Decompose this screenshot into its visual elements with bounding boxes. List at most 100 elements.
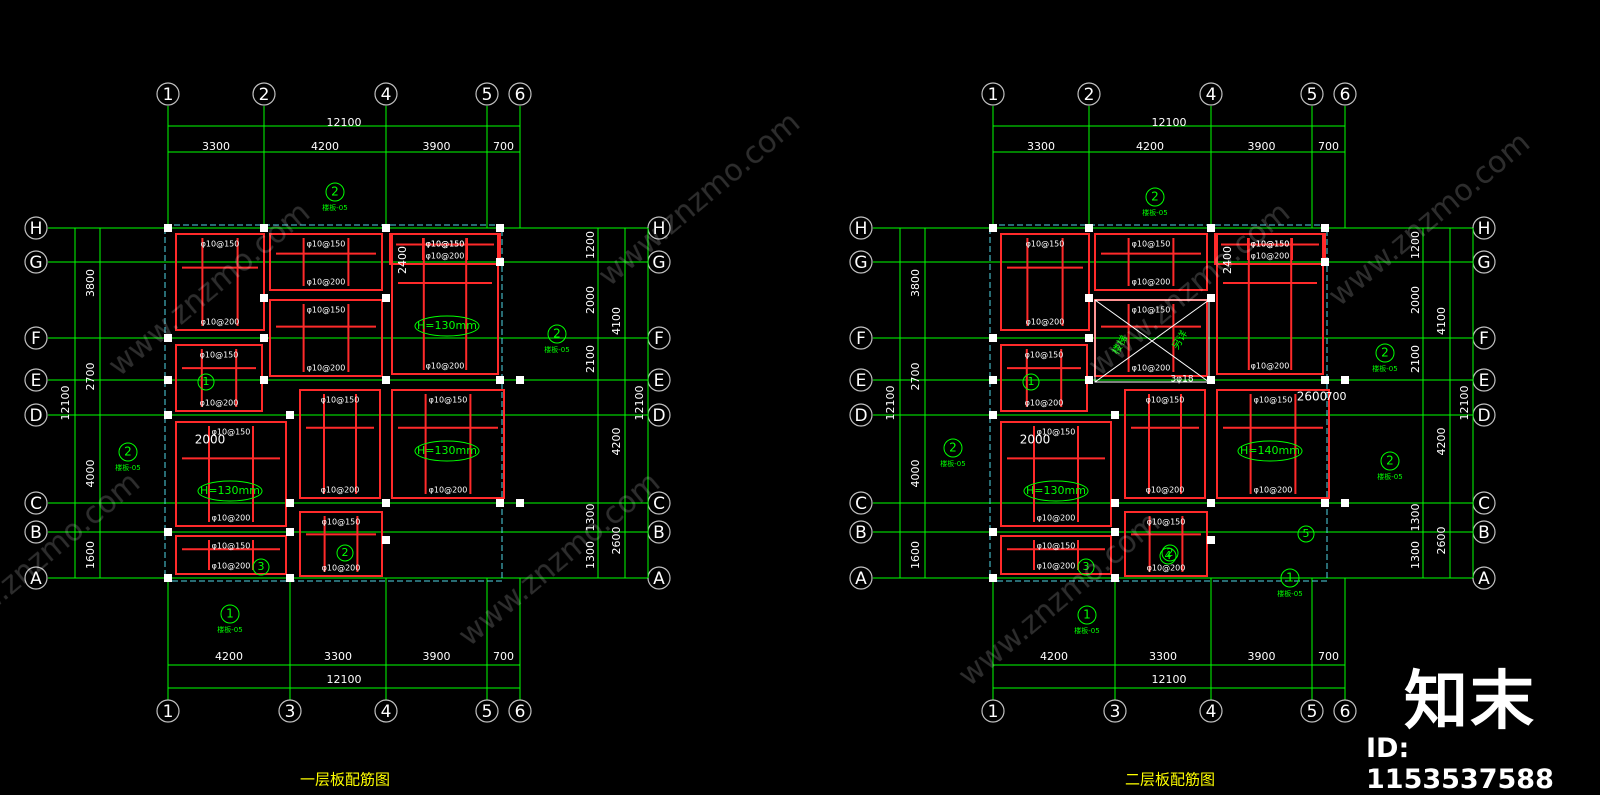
axis-bubble-label: D (652, 406, 665, 426)
axis-bubble-right: B (1472, 520, 1496, 544)
column (382, 294, 390, 302)
panel-marker (1022, 373, 1040, 391)
axis-bubble-circle (156, 82, 180, 106)
column (286, 528, 294, 536)
column (164, 376, 172, 384)
axis-bubble-label: A (855, 569, 867, 589)
callout-number: 2 (553, 327, 561, 341)
rebar-spec: φ10@150 (322, 518, 361, 527)
rebar-spec: φ10@200 (307, 278, 346, 287)
dim-bottom-span: 700 (493, 650, 514, 663)
callout-sheet: 楼板-05 (1277, 589, 1302, 598)
callout-sheet: 楼板-05 (1142, 208, 1167, 217)
callout-sheet: 楼板-05 (544, 345, 569, 354)
axis-bubble-left: B (24, 520, 48, 544)
axis-bubble-label: F (856, 329, 866, 349)
axis-bubble-bottom: 5 (1300, 699, 1324, 723)
axis-bubble-circle (508, 82, 532, 106)
column (1207, 294, 1215, 302)
dim-right-inner-span: 1300 (1409, 541, 1422, 569)
column (286, 411, 294, 419)
axis-bubble-left: F (24, 326, 48, 350)
axis-bubble-circle (849, 216, 873, 240)
callout-circle (1375, 343, 1395, 363)
axis-bubble-label: 2 (1084, 85, 1095, 105)
axis-bubble-bottom: 3 (1103, 699, 1127, 723)
axis-bubble-circle (252, 82, 276, 106)
axis-bubble-circle (374, 82, 398, 106)
slab-boundary (989, 224, 1328, 582)
callout-sheet: 楼板-05 (1074, 626, 1099, 635)
column (382, 499, 390, 507)
column (989, 574, 997, 582)
column (1085, 376, 1093, 384)
axis-bubble-circle (981, 699, 1005, 723)
callout-number: 2 (1151, 190, 1159, 204)
dim-bottom-total: 12100 (1152, 673, 1187, 686)
column (496, 258, 504, 266)
axis-bubble-circle (24, 566, 48, 590)
axis-bubble-label: B (855, 523, 867, 543)
axis-bubble-left: B (849, 520, 873, 544)
rebar-panel (1000, 421, 1112, 527)
rebar-spec: φ10@200 (1132, 278, 1171, 287)
axis-bubble-label: A (30, 569, 42, 589)
column (286, 574, 294, 582)
dim-right-total-text: 12100 (633, 386, 646, 421)
rebar-spec: φ10@150 (426, 240, 465, 249)
dim-right-outer-span: 2600 (610, 527, 623, 555)
axis-bubble-label: C (1478, 494, 1490, 514)
column (989, 376, 997, 384)
axis-bubble-right: C (1472, 491, 1496, 515)
stair-label: 另详 (1169, 328, 1190, 352)
column (1111, 574, 1119, 582)
axis-bubble-top: 2 (1077, 82, 1101, 106)
axis-bubble-label: 6 (1340, 702, 1351, 722)
callout-circle (220, 604, 240, 624)
axis-bubble-label: E (1479, 371, 1490, 391)
rebar-spec: φ10@150 (1026, 240, 1065, 249)
rebar-spec: φ10@150 (1132, 240, 1171, 249)
rebar-spec: φ10@150 (307, 240, 346, 249)
axis-bubble-label: 2 (259, 85, 270, 105)
section-callout: 2楼板-05 (1377, 451, 1403, 481)
column (382, 376, 390, 384)
axis-bubble-right: E (1472, 368, 1496, 392)
dim-left-span: 1600 (84, 541, 97, 569)
axis-bubble-label: G (854, 253, 867, 273)
axis-bubble-top: 6 (1333, 82, 1357, 106)
axis-bubble-label: B (653, 523, 665, 543)
slab-thickness-label: H=130mm (1026, 484, 1086, 497)
dim-extra: 2400 (396, 246, 409, 274)
axis-bubble-label: G (652, 253, 665, 273)
dim-left-span: 4000 (909, 460, 922, 488)
axis-bubble-left: A (849, 566, 873, 590)
rebar-spec: φ10@150 (307, 306, 346, 315)
axis-bubble-label: E (31, 371, 42, 391)
rebar-spec: φ10@150 (200, 351, 239, 360)
dim-bottom-span: 3300 (1149, 650, 1177, 663)
column (164, 411, 172, 419)
axis-bubble-label: G (29, 253, 42, 273)
axis-bubble-label: 5 (1307, 702, 1318, 722)
column (1085, 334, 1093, 342)
rebar-panel (175, 233, 265, 331)
columns (164, 224, 524, 582)
slab-thickness-oval (197, 480, 263, 502)
axis-bubble-label: D (29, 406, 42, 426)
dim-right-inner-span: 2000 (584, 286, 597, 314)
rebar-spec: φ10@200 (426, 252, 465, 261)
axis-bubble-left: D (24, 403, 48, 427)
axis-bubble-bottom: 3 (278, 699, 302, 723)
rebar-spec: φ10@150 (1254, 396, 1293, 405)
column (164, 334, 172, 342)
axis-bubble-circle (1333, 699, 1357, 723)
rebar-spec: φ10@150 (1251, 240, 1290, 249)
dim-right-outer-span: 4100 (1435, 307, 1448, 335)
column (496, 499, 504, 507)
callout-number: 2 (1381, 346, 1389, 360)
callout-sheet: 楼板-05 (1377, 472, 1402, 481)
dim-left-span: 3800 (84, 269, 97, 297)
column (164, 574, 172, 582)
